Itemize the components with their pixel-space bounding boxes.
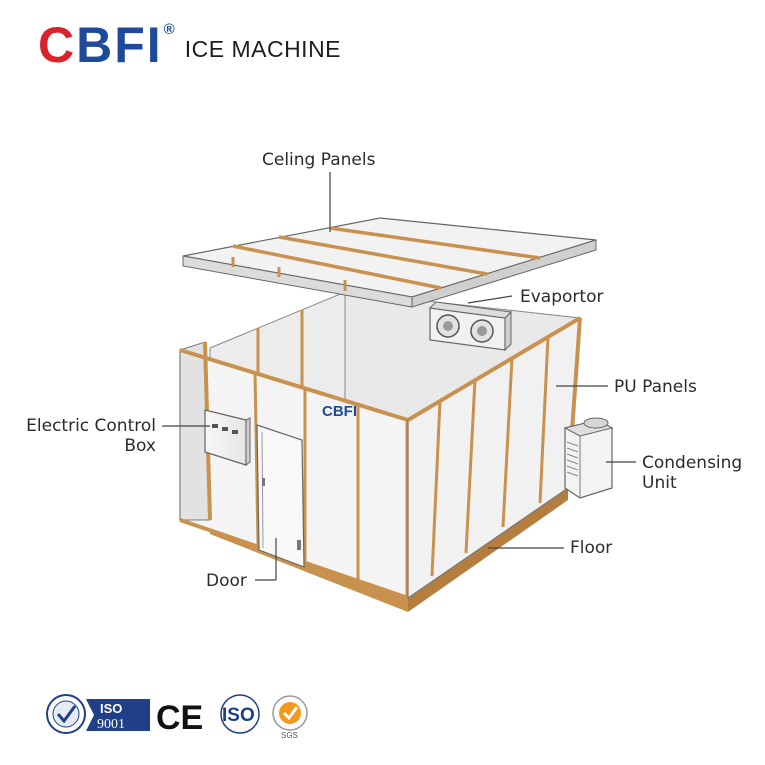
brand-letters: C B F I ®: [38, 20, 177, 70]
iso-text: ISO: [222, 705, 255, 726]
brand-subtitle: ICE MACHINE: [184, 35, 342, 62]
iso-9001-icon: ISO 9001: [86, 699, 150, 732]
iso-icon: ISO: [220, 694, 260, 734]
certification-icons: ISO 9001 CE ISO SGS: [46, 694, 308, 740]
leader-lines: [162, 172, 636, 581]
sgs-icon: SGS: [272, 695, 308, 740]
door: [256, 424, 305, 568]
label-condensing-unit: Condensing Unit: [642, 453, 742, 493]
ce-mark-icon: CE: [156, 699, 203, 737]
label-condensing-line1: Condensing: [642, 453, 743, 473]
evaporator-unit: [428, 301, 513, 352]
ceiling-panels: [182, 217, 597, 308]
sgs-text: SGS: [281, 731, 298, 740]
iso-9001-bottom-text: 9001: [97, 717, 125, 732]
label-electric-control-line2: Box: [124, 436, 156, 456]
brand-letter-i: I: [146, 17, 163, 73]
label-pu-panels: PU Panels: [614, 377, 697, 397]
label-electric-control-line1: Electric Control: [26, 416, 156, 436]
label-door: Door: [206, 571, 247, 591]
wall-logo: CBFI: [322, 403, 357, 420]
iso-9001-top-text: ISO: [100, 701, 122, 716]
label-ceiling-panels: Celing Panels: [262, 150, 376, 170]
registered-mark: ®: [163, 20, 177, 38]
brand-letter-b: B: [76, 17, 115, 73]
brand-logo: C B F I ® ICE MACHINE: [38, 18, 341, 72]
electric-control-box: [204, 409, 251, 466]
condensing-unit: [563, 417, 614, 499]
door-hinge: [262, 478, 265, 486]
label-floor: Floor: [570, 538, 613, 558]
label-electric-control-box: Electric Control Box: [14, 416, 156, 456]
brand-letter-f: F: [114, 17, 147, 73]
brand-letter-c: C: [38, 17, 77, 73]
label-evaporator: Evaportor: [520, 287, 604, 307]
iaf-seal-icon: [46, 694, 86, 734]
leader-evaporator: [467, 295, 513, 304]
door-handle: [297, 540, 301, 550]
label-condensing-line2: Unit: [642, 473, 677, 493]
